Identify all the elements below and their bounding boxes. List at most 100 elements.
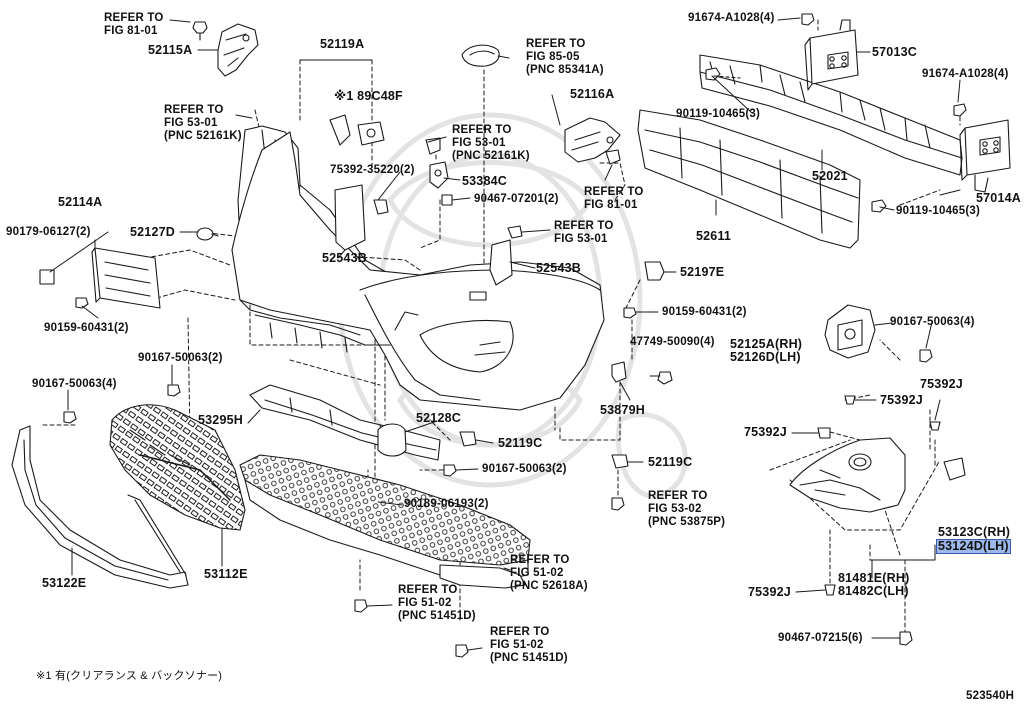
bolt-91674-top	[801, 13, 815, 26]
label-90167-50063-2-left: 90167-50063(2)	[138, 352, 223, 364]
connector-lines	[299, 59, 936, 561]
label-refer-fig-53-01-right: REFER TO FIG 53-01	[554, 220, 614, 245]
sensor-bracket-89C48F	[357, 121, 385, 146]
bolt-47749	[649, 371, 673, 385]
label-53124D-highlighted: 53124D(LH)	[936, 539, 1011, 554]
label-53123C: 53123C(RH)	[938, 525, 1011, 539]
under-cover-strip	[439, 564, 526, 589]
label-90167-50063-2-mid: 90167-50063(2)	[482, 463, 567, 475]
label-52611: 52611	[696, 229, 732, 243]
bolt-90119-top	[705, 67, 741, 81]
seal-52543B-right	[489, 239, 513, 286]
bolt-90159-left	[75, 297, 89, 309]
bracket-57013C	[804, 19, 859, 91]
bracket-57014A	[959, 119, 1011, 193]
label-52127D: 52127D	[130, 225, 175, 239]
grille-moulding-53122E	[11, 425, 189, 589]
label-refer-fig-53-01-mid: REFER TO FIG 53-01 (PNC 52161K)	[452, 124, 530, 162]
label-52021: 52021	[812, 169, 848, 183]
label-refer-fig-53-02: REFER TO FIG 53-02 (PNC 53875P)	[648, 490, 726, 528]
label-52114A: 52114A	[58, 195, 103, 209]
label-refer-fig-81-01-tl: REFER TO FIG 81-01	[104, 12, 164, 37]
label-52543B-right: 52543B	[536, 261, 581, 275]
label-91674-top: 91674-A1028(4)	[688, 12, 775, 24]
bolt-refer-51-c	[455, 644, 469, 658]
cover-52128C	[377, 423, 407, 457]
label-75392J-bottom: 75392J	[748, 585, 791, 599]
clip-53123C	[943, 457, 966, 481]
label-189C48F: ※1 89C48F	[334, 89, 403, 103]
label-75392J-mid: 75392J	[744, 425, 787, 439]
seal-52543B-left	[334, 184, 366, 251]
clip-52115-bolt	[192, 21, 208, 41]
label-refer-fig-53-01-tl: REFER TO FIG 53-01 (PNC 52161K)	[164, 104, 242, 142]
clip-52116A	[605, 149, 621, 165]
washer-cover	[461, 44, 500, 67]
label-refer-fig-81-01-mid: REFER TO FIG 81-01	[584, 186, 644, 211]
bolt-refer-53-02	[611, 497, 625, 511]
label-52115A: 52115A	[148, 43, 193, 57]
label-53879H: 53879H	[600, 403, 645, 417]
label-52197E: 52197E	[680, 265, 725, 279]
bolt-90159-right	[623, 307, 637, 319]
label-81481E-81482C: 81481E(RH) 81482C(LH)	[838, 571, 910, 598]
label-90167-50063-4-right: 90167-50063(4)	[890, 316, 975, 328]
clip-75392-35220	[373, 199, 389, 215]
front-bumper-cover	[231, 114, 605, 411]
clip-75392J-r1	[844, 395, 856, 405]
label-57014A: 57014A	[976, 191, 1021, 205]
label-47749-50090: 47749-50090(4)	[630, 336, 715, 348]
clip-75392J-mid	[817, 427, 831, 439]
bolt-90167-left4	[63, 411, 77, 424]
bracket-52116A	[564, 117, 621, 163]
fog-lamp-bracket-52125A	[824, 304, 876, 359]
label-52125A-52126D: 52125A(RH) 52126D(LH)	[730, 337, 803, 364]
label-90159-60431-right: 90159-60431(2)	[662, 306, 747, 318]
clip-53384C	[429, 161, 449, 189]
screw-90467-07201	[441, 194, 453, 206]
screw-90467-07215	[899, 631, 913, 646]
label-90467-07201: 90467-07201(2)	[474, 193, 559, 205]
label-52119A: 52119A	[320, 37, 365, 51]
label-52128C: 52128C	[416, 411, 461, 425]
footnote: ※1 有(クリアランス & バックソナー)	[36, 670, 223, 682]
label-75392-35220: 75392-35220(2)	[330, 164, 415, 176]
label-90159-60431-left: 90159-60431(2)	[44, 322, 129, 334]
label-90179-06127: 90179-06127(2)	[6, 226, 91, 238]
clip-75392J-r2	[929, 421, 941, 431]
bolt-90119-bottom	[871, 199, 887, 213]
label-90119-bottom: 90119-10465(3)	[896, 205, 981, 217]
label-52119C-right: 52119C	[648, 455, 693, 469]
label-refer-fig-51-02-b: REFER TO FIG 51-02 (PNC 51451D)	[398, 584, 476, 622]
label-90189-06193: 90189-06193(2)	[404, 498, 489, 510]
diagram-id: 523540H	[966, 690, 1015, 702]
clip-52119C-right	[611, 454, 629, 469]
label-91674-right: 91674-A1028(4)	[922, 68, 1009, 80]
clip-52197E	[644, 261, 665, 281]
leader-lines	[39, 19, 961, 641]
label-53112E: 53112E	[204, 567, 248, 581]
label-52543B-left: 52543B	[322, 251, 367, 265]
label-57013C: 57013C	[872, 45, 917, 59]
label-52116A: 52116A	[570, 87, 615, 101]
clip-75392J-bot	[824, 584, 836, 596]
label-ticks	[49, 17, 961, 651]
bolt-91674-right	[953, 103, 967, 117]
radiator-grille-53112E	[109, 404, 246, 531]
label-53295H: 53295H	[198, 413, 243, 427]
bolt-90167-right4	[919, 349, 933, 363]
license-plate-bracket	[91, 247, 161, 309]
bracket-52115A	[217, 23, 259, 77]
label-90467-07215: 90467-07215(6)	[778, 632, 863, 644]
label-refer-fig-51-02-a: REFER TO FIG 51-02 (PNC 52618A)	[510, 554, 588, 592]
lower-absorber-53295H	[249, 384, 441, 461]
label-53384C: 53384C	[462, 174, 507, 188]
clip-refer-53-right	[507, 225, 523, 239]
label-refer-fig-51-02-c: REFER TO FIG 51-02 (PNC 51451D)	[490, 626, 568, 664]
bolt-refer-51-b	[354, 599, 368, 613]
label-75392J-r2: 75392J	[880, 393, 923, 407]
label-75392J-r1: 75392J	[920, 377, 963, 391]
absorber-52611	[637, 109, 861, 249]
label-52119C-left: 52119C	[498, 436, 543, 450]
